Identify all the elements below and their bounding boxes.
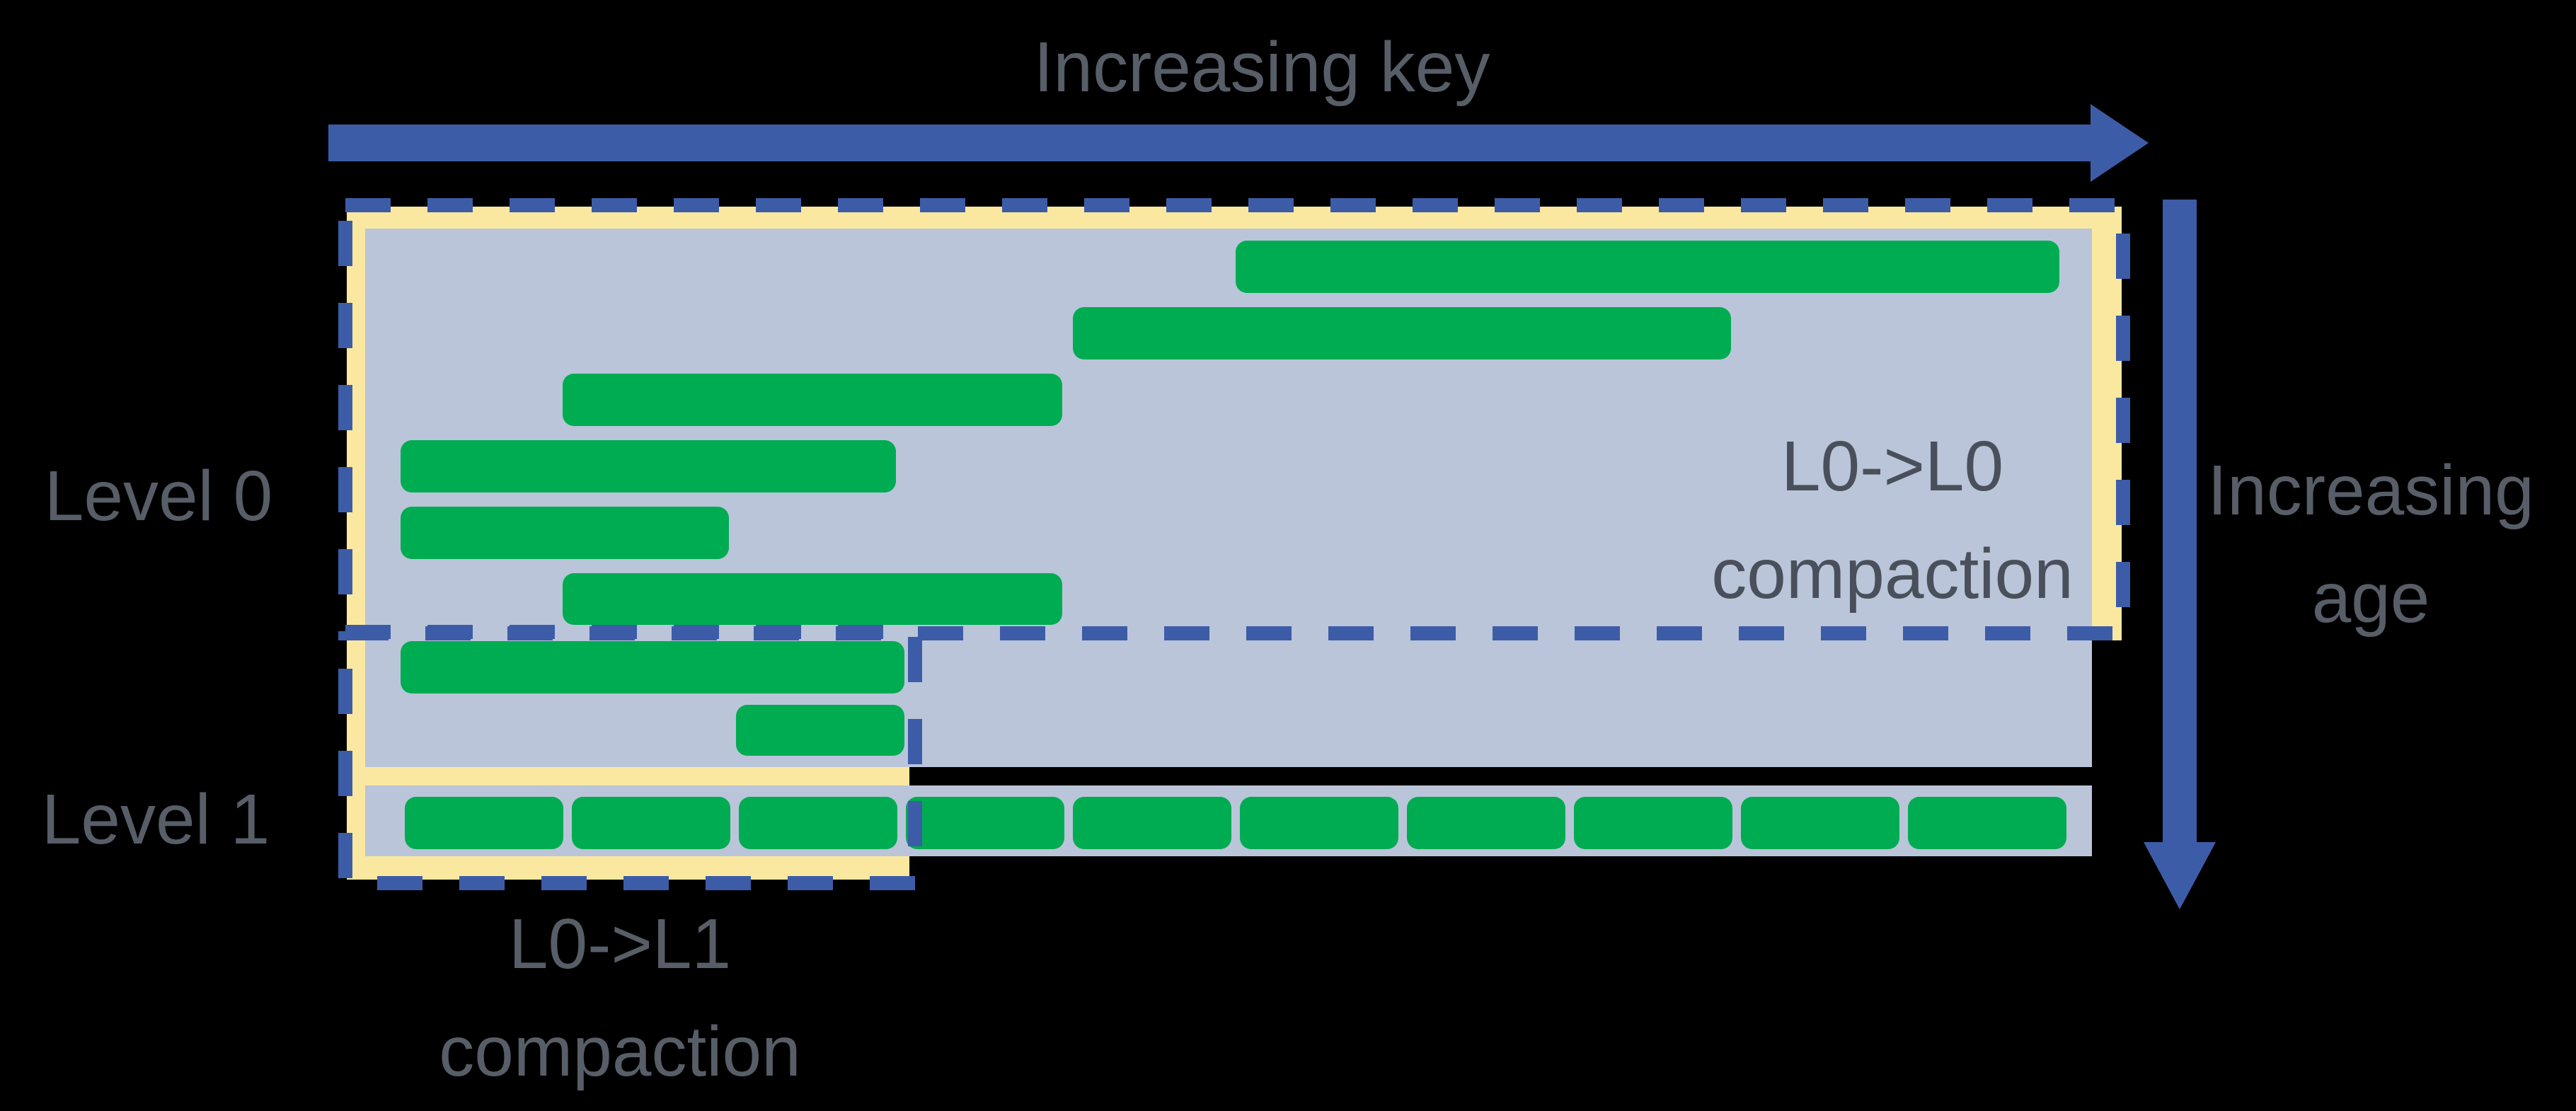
increasing-key-arrow-shaft (328, 125, 2091, 161)
sstable (401, 641, 904, 693)
sstable (736, 705, 904, 756)
sstable (401, 440, 896, 493)
sstable (1073, 797, 1231, 849)
l0-l0-compaction-label: L0->L0 compaction (1711, 413, 2073, 628)
increasing-age-arrow-shaft (2163, 200, 2197, 844)
sstable (739, 797, 897, 849)
sstable (1236, 241, 2059, 293)
l0-l1-compaction-label-line1: L0->L1 (508, 904, 732, 984)
increasing-age-label-line1: Increasing (2207, 451, 2534, 530)
sstable (1407, 797, 1565, 849)
level1-label: Level 1 (41, 780, 270, 859)
sstable (563, 374, 1062, 426)
increasing-age-label-line2: age (2311, 558, 2430, 638)
l0-l0-compaction-label-line2: compaction (1711, 534, 2074, 614)
l0-l1-compaction-label: L0->L1 compaction (439, 890, 800, 1105)
increasing-key-label: Increasing key (1033, 28, 1490, 107)
sstable (1240, 797, 1398, 849)
l0-l0-compaction-label-line1: L0->L0 (1781, 427, 2004, 506)
sstable (572, 797, 730, 849)
level0-label: Level 0 (44, 456, 273, 536)
sstable (1741, 797, 1899, 849)
sstable (405, 797, 563, 849)
sstable (1908, 797, 2066, 849)
sstable (563, 573, 1062, 625)
sstable (906, 797, 1064, 849)
increasing-key-arrow-head-icon (2091, 104, 2149, 182)
sstable (1574, 797, 1732, 849)
sstable (401, 507, 729, 559)
sstable (1073, 307, 1731, 359)
increasing-age-arrow-head-icon (2144, 842, 2216, 909)
increasing-age-label: Increasing age (2207, 437, 2534, 652)
l0-l1-compaction-label-line2: compaction (439, 1012, 801, 1091)
